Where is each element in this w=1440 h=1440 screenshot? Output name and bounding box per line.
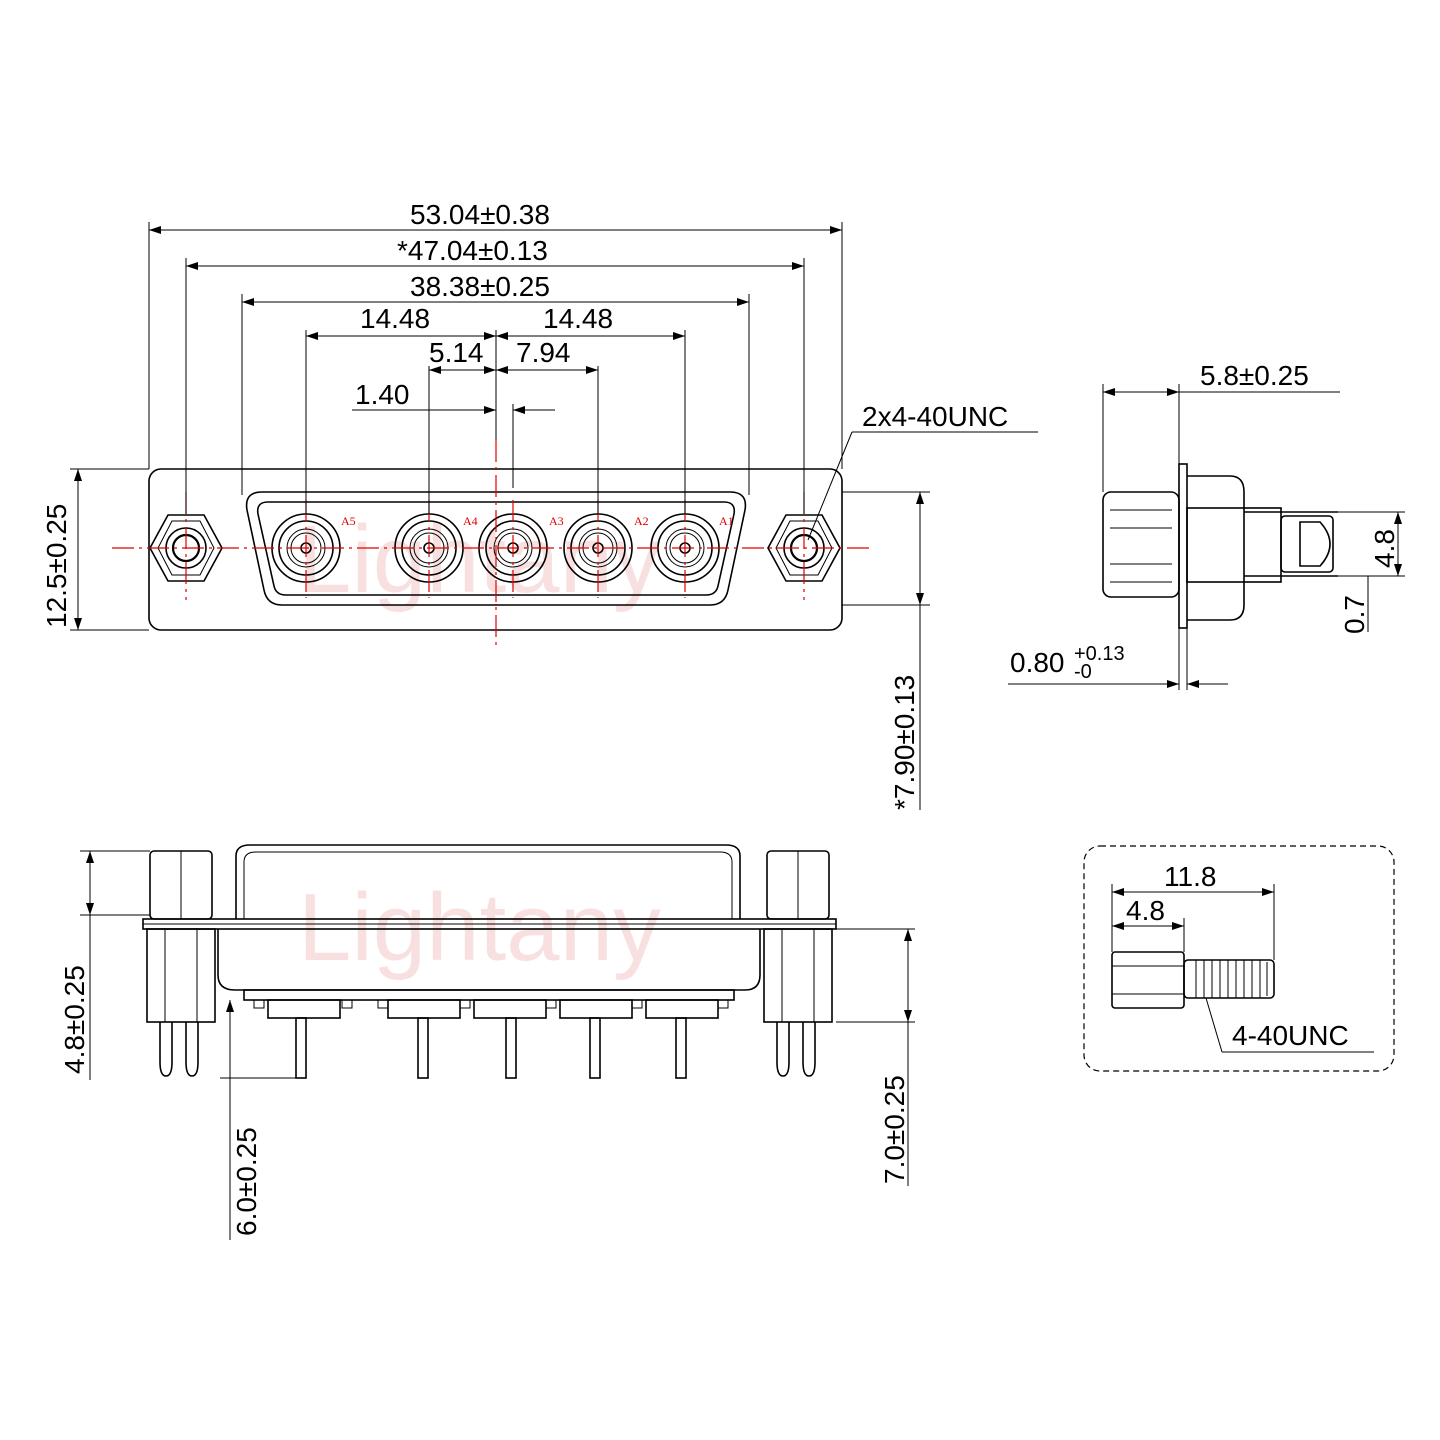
dim-row-offset: *7.90±0.13 xyxy=(889,675,920,810)
dim-overall-width: 53.04±0.38 xyxy=(410,199,550,230)
dim-screw-thread-callout: 4-40UNC xyxy=(1232,1020,1349,1051)
side-flange xyxy=(1178,463,1188,629)
screw-detail-border xyxy=(1083,845,1395,1072)
thread-leader-front xyxy=(807,431,853,541)
watermark-group: Lightany Lightany xyxy=(298,506,661,981)
screw-hex-head xyxy=(1111,951,1185,1009)
dim-shell-width: 38.38±0.25 xyxy=(410,271,550,302)
front-dimension-texts: 53.04±0.38 *47.04±0.13 38.38±0.25 14.48 … xyxy=(41,199,1008,810)
side-body xyxy=(1187,475,1245,621)
dim-thread-callout: 2x4-40UNC xyxy=(862,401,1008,432)
pin-labels: A5 A4 A3 A2 A1 xyxy=(341,514,734,528)
dim-side-tail-offset: 0.7 xyxy=(1339,595,1370,634)
front-view: A5 A4 A3 A2 A1 xyxy=(41,199,1038,810)
boardlock-left-b xyxy=(185,1022,199,1077)
pin-label-a4: A4 xyxy=(463,514,478,528)
side-view: 5.8±0.25 4.8 0.7 0.80 +0.13 -0 xyxy=(1008,360,1405,690)
screw-thread-leader xyxy=(1205,997,1223,1053)
dim-mount-hole-spacing: *47.04±0.13 xyxy=(397,235,548,266)
boardlock-left-a xyxy=(159,1022,173,1077)
dim-body-depth: 7.0±0.25 xyxy=(879,1075,910,1184)
dim-offset-center: 1.40 xyxy=(355,379,410,410)
dim-pitch-right: 14.48 xyxy=(543,303,613,334)
front-centerlines xyxy=(112,440,870,650)
front-dimension-lines xyxy=(74,226,1038,810)
dim-side-tail-height: 4.8 xyxy=(1369,529,1400,568)
bottom-bracket-left xyxy=(146,928,216,1023)
pin-label-a1: A1 xyxy=(719,514,734,528)
screw-detail: 11.8 4.8 4-40UNC xyxy=(1083,845,1395,1072)
dim-flange-tol-lower: -0 xyxy=(1074,661,1092,683)
dim-screw-total-length: 11.8 xyxy=(1164,861,1216,892)
side-standoff-hex xyxy=(1102,491,1180,598)
front-d-shell-outer xyxy=(245,491,747,606)
hex-nut-right-inner xyxy=(775,520,833,576)
dim-height: 12.5±0.25 xyxy=(41,504,72,628)
side-contact-tip xyxy=(1299,521,1331,567)
hex-nut-right xyxy=(767,514,841,582)
front-extension-lines xyxy=(70,222,930,631)
watermark-bottom: Lightany xyxy=(298,874,661,981)
dim-tail-length: 6.0±0.25 xyxy=(231,1127,262,1236)
bottom-contact-tails xyxy=(253,999,729,1079)
bottom-view: 4.8±0.25 6.0±0.25 7.0±0.25 xyxy=(59,844,915,1240)
pin-label-a3: A3 xyxy=(549,514,564,528)
dim-pitch-left: 14.48 xyxy=(360,303,430,334)
front-d-shell-inner xyxy=(256,501,736,596)
dim-offset-left: 5.14 xyxy=(429,337,484,368)
boardlock-right-b xyxy=(802,1022,816,1077)
dim-offset-right: 7.94 xyxy=(516,337,571,368)
boardlock-right-a xyxy=(776,1022,790,1077)
pin-label-a5: A5 xyxy=(341,514,356,528)
dim-flange-thickness: 0.80 xyxy=(1010,647,1065,678)
dim-flange-tol-upper: +0.13 xyxy=(1074,643,1125,665)
screw-thread-shaft xyxy=(1183,959,1275,999)
dim-standoff-height: 4.8±0.25 xyxy=(59,965,90,1074)
dim-screw-head-length: 4.8 xyxy=(1126,895,1165,926)
pin-label-a2: A2 xyxy=(634,514,649,528)
dim-side-depth: 5.8±0.25 xyxy=(1200,360,1309,391)
bottom-bracket-right xyxy=(763,928,833,1023)
bottom-shell xyxy=(235,844,741,919)
screw-threads xyxy=(1195,960,1268,998)
side-insert xyxy=(1186,507,1282,583)
side-contact-tail xyxy=(1280,515,1334,573)
